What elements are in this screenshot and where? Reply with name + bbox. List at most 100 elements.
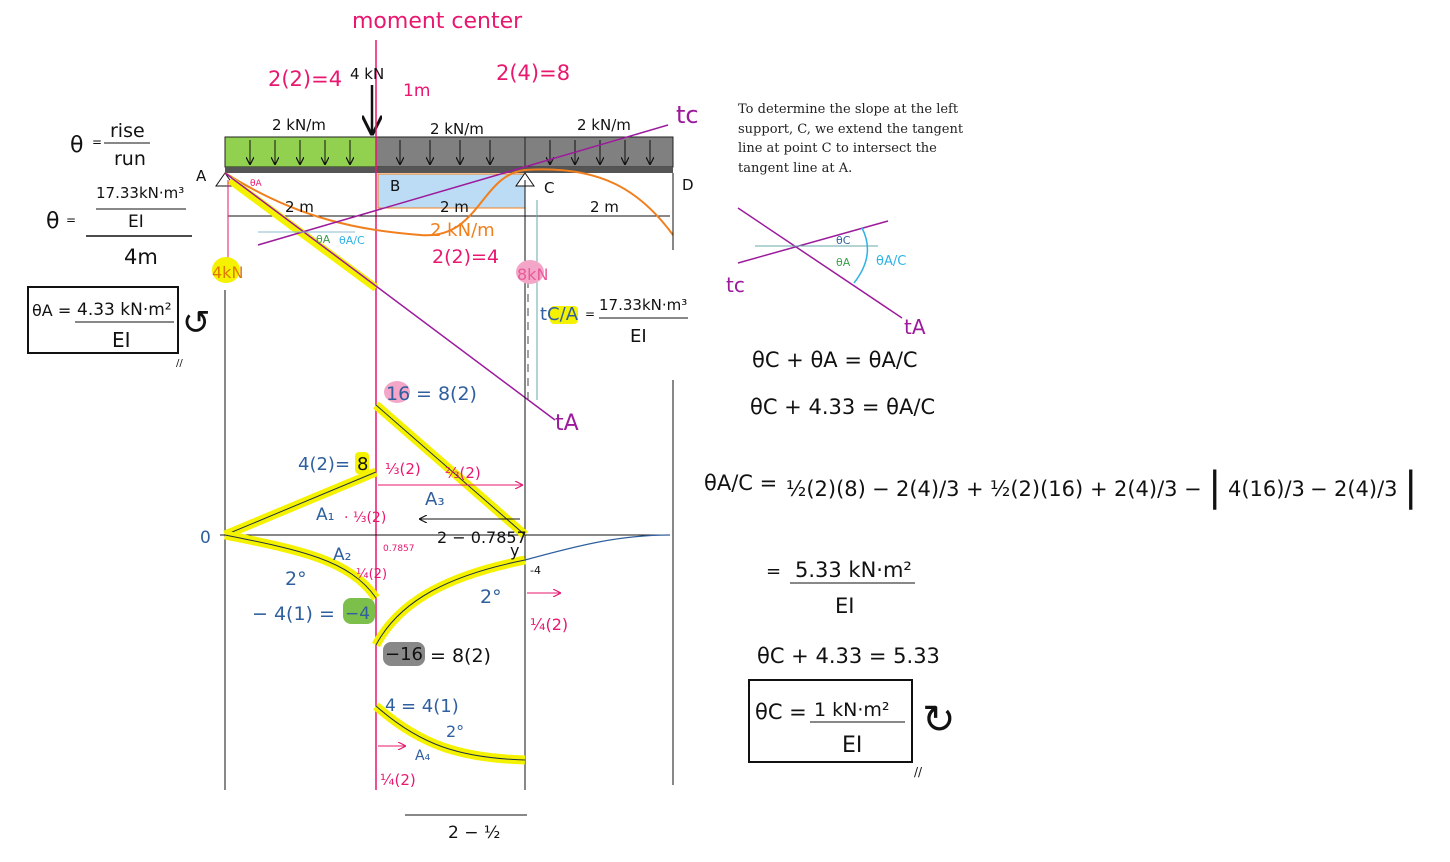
theta-ac-label: θA/C [339, 234, 365, 247]
theta-symbol: θ [70, 133, 83, 158]
sketch-ta: tA [904, 315, 926, 339]
a1-label: A₁ [316, 505, 334, 525]
point-load-label: 4 kN [350, 65, 384, 83]
resultant-right: 2(4)=8 [496, 61, 570, 85]
v8-eq: 4(2)= [298, 454, 350, 475]
origin-label: 0 [200, 528, 211, 548]
equation-3-terms: ½(2)(8) − 2(4)/3 + ½(2)(16) + 2(4)/3 − |… [786, 464, 1417, 510]
equals-2: = [66, 213, 76, 227]
one-m-label: 1m [403, 81, 430, 101]
tca-den: EI [630, 326, 647, 347]
moment-curve-neg4-line [224, 534, 377, 599]
v8-highlight [355, 452, 369, 474]
quarter-right-label: ¼(2) [530, 615, 568, 634]
dist-load-left-label: 2 kN/m [272, 116, 326, 134]
y-label: y [510, 541, 519, 560]
explanation-note: To determine the slope at the left suppo… [738, 102, 964, 176]
distributed-load-right [524, 136, 674, 168]
tangent-c [257, 124, 669, 246]
neg4-label: -4 [530, 564, 541, 577]
tca-equals: = [585, 307, 595, 321]
moment-curve-4-line [375, 705, 526, 761]
neg4-eq: − 4(1) = [252, 603, 335, 625]
tangent-a [224, 172, 556, 421]
op-3: + [1090, 477, 1108, 501]
term-6: 2(4)/3 [1334, 477, 1398, 501]
v16-label: 16 [386, 383, 410, 405]
equation-4-num: 5.33 kN·m² [795, 558, 912, 582]
tc-label: tc [676, 101, 699, 129]
dist-load-mid-label: 2 kN/m [430, 120, 484, 138]
v4-eq: = 4(1) [401, 696, 459, 717]
sketch-tangent-a [737, 207, 903, 319]
load-arrows [250, 140, 650, 164]
v4-value: 4 [385, 696, 396, 716]
a4-label: A₄ [415, 748, 431, 764]
a2-label: A₂ [333, 545, 351, 565]
reaction-right: 8kN [517, 265, 548, 284]
equation-2: θC + 4.33 = θA/C [750, 395, 935, 419]
term-5: 4(16)/3 [1228, 477, 1305, 501]
term-1: ½(2)(8) [786, 477, 866, 501]
theta-a-result-lhs: θA = [32, 301, 71, 320]
op-4: − [1184, 477, 1202, 501]
ccw-icon: ↺ [182, 303, 211, 343]
op-1: − [872, 477, 890, 501]
sketch-angle-arc [853, 227, 869, 284]
beam [225, 167, 673, 173]
ta-label: tA [555, 411, 579, 436]
degree-label-1: 2° [285, 568, 307, 590]
theta-a-small: θA [250, 179, 263, 189]
abs-close: | [1404, 464, 1417, 510]
abs-open: | [1208, 464, 1221, 510]
resultant-left: 2(2)=4 [268, 67, 342, 91]
moment-line-16 [375, 404, 526, 536]
elastic-curve [224, 168, 674, 237]
a3-label: A₃ [425, 489, 445, 510]
equation-3-lhs: θA/C = [704, 471, 777, 495]
reaction-left: 4kN [212, 263, 243, 282]
theta-den: 4m [124, 245, 158, 269]
moment-line-8 [224, 471, 377, 536]
two-thirds-label: ⅔(2) [445, 464, 481, 482]
moment-curve-overhang [524, 534, 671, 561]
done-mark-c: // [914, 765, 923, 779]
tangent-a-highlight [227, 176, 379, 292]
done-mark-a: // [176, 358, 183, 369]
up-load-label: 2 kN/m [430, 220, 495, 241]
theta-num: 17.33kN·m³ [96, 184, 184, 202]
point-a-label: A [196, 167, 207, 185]
sketch-theta-a: θA [836, 256, 851, 269]
term-2: 2(4)/3 [896, 477, 960, 501]
term-3: ½(2)(16) [990, 477, 1083, 501]
theta-a-result-num: 4.33 kN·m² [77, 300, 172, 320]
equation-4-equals: = [766, 561, 781, 582]
quarter-bottom-label: ¼(2) [380, 771, 416, 789]
degree-label-2: 2° [480, 586, 502, 608]
span-bc: 2 m [440, 198, 469, 216]
theta-c-result-den: EI [842, 733, 862, 758]
moment-curve-neg16-line [375, 559, 526, 646]
sketch-theta-c: θC [836, 234, 851, 247]
resultant-up: 2(2)=4 [432, 246, 499, 268]
equals-1: = [92, 135, 102, 149]
neg4-highlight [343, 598, 375, 624]
neg16-value: −16 [385, 644, 423, 665]
theta-ei: EI [128, 212, 144, 232]
rise-label: rise [110, 120, 145, 142]
a1-arm: · ⅓(2) [344, 510, 386, 526]
reaction-right-highlight [516, 260, 544, 284]
theta-a-result-den: EI [112, 328, 131, 352]
span-ab: 2 m [285, 198, 314, 216]
a2-arm: ¼(2) [356, 567, 387, 582]
equation-5: θC + 4.33 = 5.33 [757, 644, 940, 668]
third-label: ⅓(2) [385, 460, 421, 478]
v16-eq: = 8(2) [416, 383, 477, 405]
dist-label: 2 − 0.7857 [437, 528, 527, 547]
moment-curve-neg16 [372, 555, 526, 648]
theta-c-result-lhs: θC = [755, 700, 807, 724]
theta-c-result-num: 1 kN·m² [814, 699, 890, 721]
moment-center-label: moment center [352, 9, 523, 34]
point-d-label: D [682, 176, 694, 194]
